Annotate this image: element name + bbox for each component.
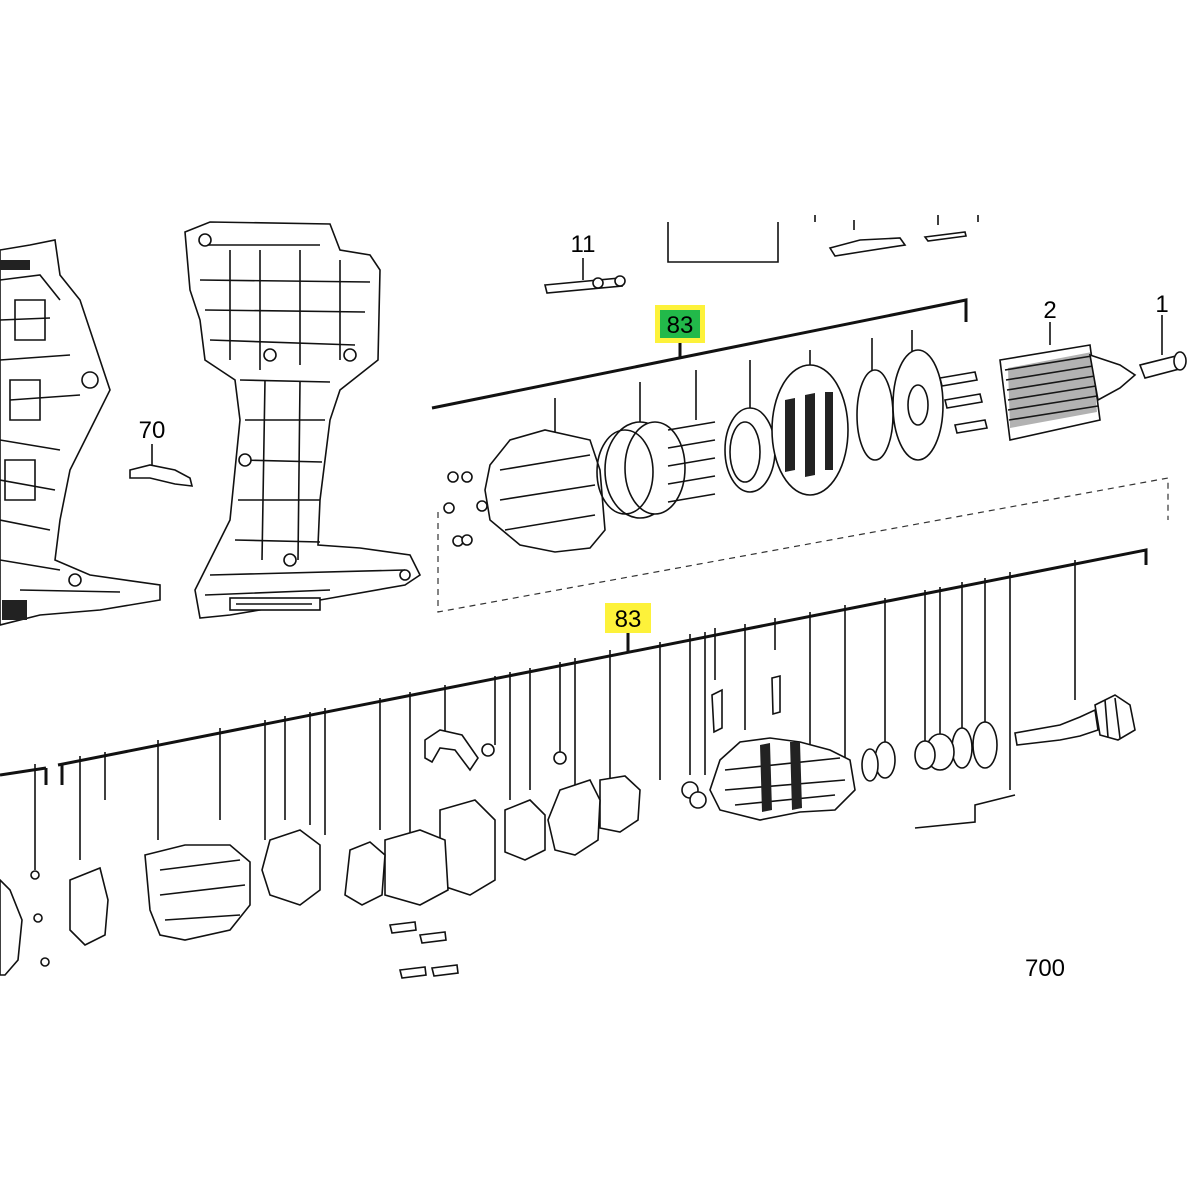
part-11-screws: [543, 258, 626, 294]
callout-70: 70: [139, 417, 166, 444]
upper-assembly-parts: [443, 349, 988, 553]
highlight-green: [660, 310, 700, 338]
lower-assembly-bracket: [0, 548, 1148, 870]
top-fragments: [667, 215, 979, 263]
callout-83-bottom: 83: [605, 603, 651, 633]
callout-83-top-label: 83: [667, 312, 694, 339]
callout-11-label: 11: [571, 231, 596, 258]
part-70-lever: [129, 444, 194, 487]
callout-11: 11: [571, 231, 596, 258]
part-2-chuck: [999, 322, 1137, 441]
lower-assembly-parts: [0, 674, 1136, 979]
callout-2-label: 2: [1043, 297, 1056, 324]
callout-1-label: 1: [1155, 291, 1168, 318]
connection-dashed-box: [437, 477, 1169, 613]
callout-83-bottom-label: 83: [615, 606, 642, 633]
page-number: 700: [1025, 955, 1065, 982]
callout-70-label: 70: [139, 417, 166, 444]
callout-83-top: 83: [655, 305, 705, 343]
callout-2: 2: [1043, 297, 1056, 324]
highlight-yellow: [605, 603, 651, 633]
center-housing-half: [184, 221, 422, 619]
callout-1: 1: [1155, 291, 1168, 318]
part-1-screw: [1138, 315, 1187, 379]
page-number-label: 700: [1025, 955, 1065, 982]
left-housing-half: [0, 239, 161, 626]
